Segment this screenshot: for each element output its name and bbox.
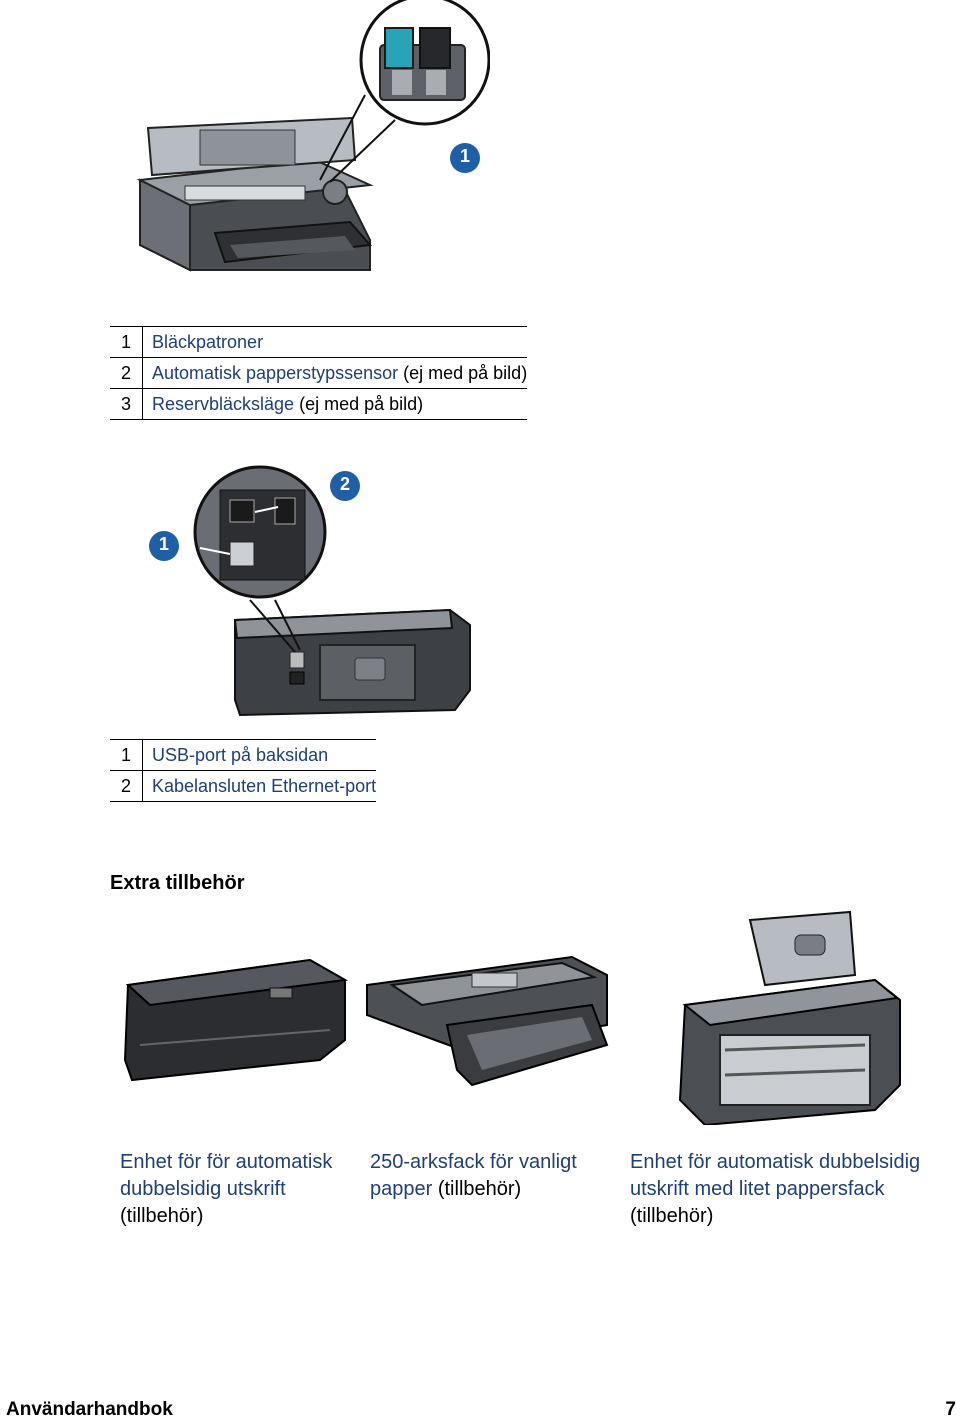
page-number: 7 bbox=[945, 1399, 956, 1420]
legend-text: USB-port på baksidan bbox=[142, 739, 377, 771]
duplex-unit-illustration bbox=[120, 950, 350, 1085]
legend-number: 1 bbox=[110, 326, 143, 358]
legend-number: 1 bbox=[110, 739, 143, 771]
legend-note: (ej med på bild) bbox=[398, 362, 528, 383]
paper-tray-illustration bbox=[362, 945, 612, 1090]
legend-text: Bläckpatroner bbox=[142, 326, 528, 358]
legend-number: 3 bbox=[110, 388, 143, 420]
legend-row: 1 USB-port på baksidan bbox=[110, 739, 377, 771]
accessory-caption-duplex: Enhet för för automatisk dubbelsidig uts… bbox=[120, 1151, 333, 1227]
accessory-link-duplex-small-tray[interactable]: Enhet för automatisk dubbelsidig utskrif… bbox=[630, 1151, 921, 1200]
legend-link[interactable]: Reservbläcksläge bbox=[152, 393, 295, 414]
legend-link[interactable]: Bläckpatroner bbox=[152, 331, 264, 352]
legend-row: 2 Kabelansluten Ethernet-port bbox=[110, 770, 377, 802]
accessory-link-tray[interactable]: 250-arksfack för vanligt papper bbox=[370, 1151, 577, 1200]
callout-1-label: 1 bbox=[459, 146, 470, 166]
legend-text: Automatisk papperstypssensor (ej med på … bbox=[142, 357, 528, 389]
legend-number: 2 bbox=[110, 770, 143, 802]
accessory-caption-duplex-small-tray: Enhet för automatisk dubbelsidig utskrif… bbox=[630, 1151, 921, 1227]
legend-text: Reservbläcksläge (ej med på bild) bbox=[142, 388, 528, 420]
legend-link[interactable]: USB-port på baksidan bbox=[152, 744, 329, 765]
duplex-small-tray-illustration bbox=[675, 910, 905, 1125]
accessory-caption-tray: 250-arksfack för vanligt papper (tillbeh… bbox=[370, 1151, 577, 1200]
section-title: Extra tillbehör bbox=[110, 872, 245, 894]
legend-text: Kabelansluten Ethernet-port bbox=[142, 770, 377, 802]
callout-2-label: 2 bbox=[339, 474, 350, 494]
printer-rear-ports-illustration: 1 2 bbox=[140, 460, 480, 720]
legend-link[interactable]: Kabelansluten Ethernet-port bbox=[152, 775, 377, 796]
legend-number: 2 bbox=[110, 357, 143, 389]
legend-note: (ej med på bild) bbox=[294, 393, 424, 414]
accessory-link-duplex[interactable]: Enhet för för automatisk dubbelsidig uts… bbox=[120, 1151, 333, 1200]
footer-title: Användarhandbok bbox=[6, 1399, 173, 1420]
printer-cartridges-illustration: 1 bbox=[130, 0, 490, 275]
callout-1-label: 1 bbox=[158, 534, 169, 554]
ports-legend-table: 1 USB-port på baksidan 2 Kabelansluten Ethe… bbox=[110, 739, 377, 802]
legend-row: 1 Bläckpatroner bbox=[110, 326, 528, 358]
legend-link[interactable]: Automatisk papperstypssensor bbox=[152, 362, 399, 383]
